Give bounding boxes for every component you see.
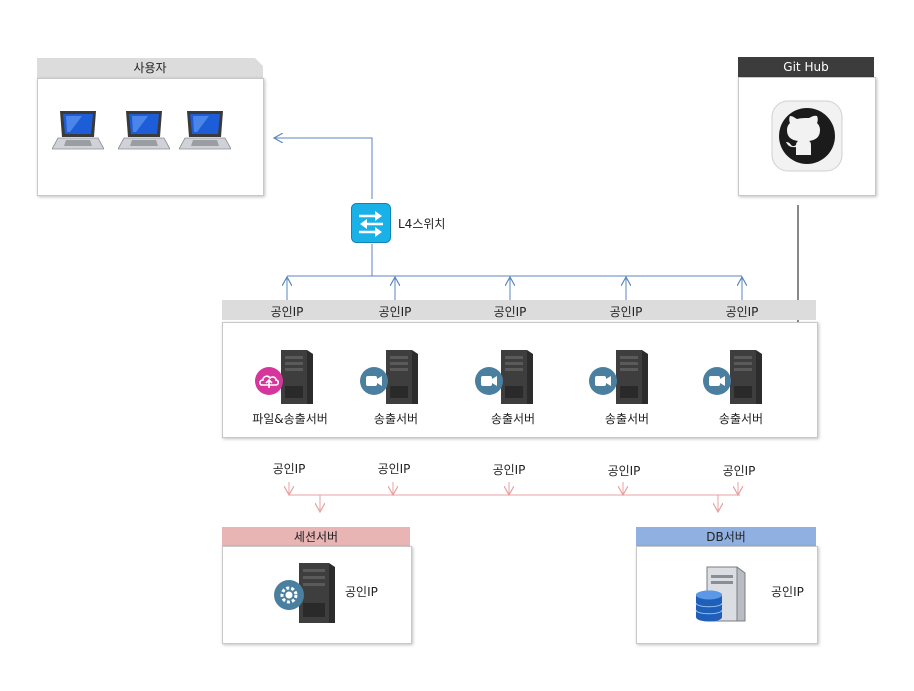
session-server-title: 세션서버 <box>293 530 339 544</box>
laptop-icon <box>179 111 231 150</box>
laptop-icon <box>118 111 170 150</box>
public-ip-label: 공인IP <box>725 305 759 319</box>
server-label: 송출서버 <box>718 412 764 426</box>
header-corner <box>255 58 263 66</box>
user-group-panel <box>37 78 264 196</box>
lower-public-ip-label: 공인IP <box>607 464 641 478</box>
server-label: 송출서버 <box>604 412 650 426</box>
network-switch-icon[interactable] <box>351 203 391 243</box>
db-server-header: DB서버 <box>636 527 816 547</box>
session-server-header: 세션서버 <box>222 527 410 547</box>
server-label: 송출서버 <box>490 412 536 426</box>
video-camera-icon <box>475 367 503 395</box>
session-server-panel: 공인IP <box>222 546 412 644</box>
github-title: Git Hub <box>783 60 829 74</box>
video-camera-icon <box>589 367 617 395</box>
database-server-icon[interactable] <box>693 563 753 625</box>
server-label: 파일&송출서버 <box>252 412 328 426</box>
public-ip-label: 공인IP <box>378 305 412 319</box>
lower-public-ip-label: 공인IP <box>492 463 526 477</box>
lower-public-ip-label: 공인IP <box>272 462 306 476</box>
public-ip-label: 공인IP <box>609 305 643 319</box>
cloud-upload-icon <box>255 367 283 395</box>
session-server-ip-label: 공인IP <box>345 585 378 599</box>
switch-to-users-line <box>274 138 373 199</box>
github-icon <box>771 100 843 172</box>
github-panel <box>738 77 876 196</box>
video-camera-icon <box>360 367 388 395</box>
db-server-ip-label: 공인IP <box>771 585 804 599</box>
server-tower-icon[interactable] <box>610 346 650 406</box>
server-tower-icon[interactable] <box>293 559 339 625</box>
server-label: 송출서버 <box>373 412 419 426</box>
db-server-title: DB서버 <box>706 530 746 544</box>
github-header: Git Hub <box>738 57 874 77</box>
user-group-title: 사용자 <box>133 61 167 75</box>
server-tower-icon[interactable] <box>495 346 535 406</box>
lower-public-ip-label: 공인IP <box>722 464 756 478</box>
laptop-icon <box>52 111 104 150</box>
server-tower-icon[interactable] <box>724 346 764 406</box>
server-tower-icon[interactable] <box>380 346 420 406</box>
public-ip-strip <box>222 300 816 320</box>
public-ip-label: 공인IP <box>493 305 527 319</box>
user-group-header: 사용자 <box>37 58 263 78</box>
server-tower-icon[interactable] <box>275 346 315 406</box>
gear-icon <box>274 580 304 610</box>
switch-label: L4스위치 <box>398 217 446 231</box>
public-ip-label: 공인IP <box>270 305 304 319</box>
lower-public-ip-label: 공인IP <box>377 462 411 476</box>
video-camera-icon <box>703 367 731 395</box>
db-server-panel: 공인IP <box>636 546 818 644</box>
